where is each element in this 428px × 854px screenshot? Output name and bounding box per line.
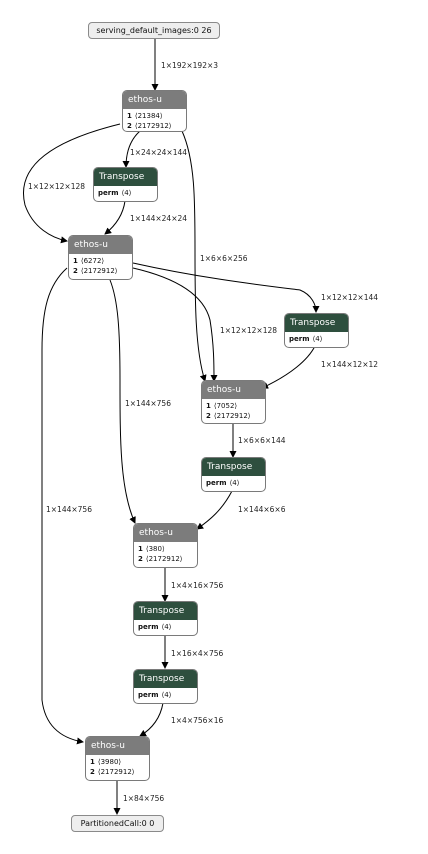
- attr-key: perm: [138, 623, 159, 631]
- node-transpose-3[interactable]: Transpose perm⟨4⟩: [201, 457, 266, 492]
- attr-value: ⟨2172912⟩: [145, 555, 183, 563]
- node-title: ethos-u: [123, 91, 186, 109]
- attr-key: 1: [73, 257, 78, 265]
- attr-key: 1: [127, 112, 132, 120]
- node-transpose-4[interactable]: Transpose perm⟨4⟩: [133, 601, 198, 636]
- node-attr-row: 2⟨2172912⟩: [134, 554, 197, 564]
- node-ethos-u-4[interactable]: ethos-u 1⟨380⟩ 2⟨2172912⟩: [133, 523, 198, 568]
- node-attr-row: 2⟨2172912⟩: [202, 411, 265, 421]
- node-title: Transpose: [134, 602, 197, 620]
- node-transpose-2[interactable]: Transpose perm⟨4⟩: [284, 313, 349, 348]
- node-attr-row: perm⟨4⟩: [134, 690, 197, 700]
- node-attr-row: 1⟨7052⟩: [202, 401, 265, 411]
- edge-label: 1×84×756: [123, 794, 165, 803]
- edge-label: 1×144×756: [125, 399, 171, 408]
- node-title: ethos-u: [86, 737, 149, 755]
- attr-key: 2: [138, 555, 143, 563]
- attr-value: ⟨4⟩: [121, 189, 132, 197]
- attr-key: 2: [206, 412, 211, 420]
- input-node-serving-default-images[interactable]: serving_default_images:0 26: [88, 22, 220, 39]
- attr-value: ⟨2172912⟩: [134, 122, 172, 130]
- node-title: Transpose: [134, 670, 197, 688]
- attr-value: ⟨4⟩: [229, 479, 240, 487]
- attr-key: 1: [138, 545, 143, 553]
- edge-label: 1×12×12×144: [321, 293, 379, 302]
- attr-value: ⟨21384⟩: [134, 112, 163, 120]
- node-title: Transpose: [94, 168, 157, 186]
- attr-value: ⟨4⟩: [312, 335, 323, 343]
- edge-label: 1×6×6×144: [238, 436, 286, 445]
- attr-key: perm: [138, 691, 159, 699]
- edge-ethos1-to-ethos2: [23, 123, 121, 244]
- node-attr-row: 1⟨3980⟩: [86, 757, 149, 767]
- edge-label: 1×192×192×3: [161, 61, 219, 70]
- node-title: ethos-u: [202, 381, 265, 399]
- edge-label: 1×144×6×6: [238, 505, 286, 514]
- node-attr-row: perm⟨4⟩: [285, 334, 348, 344]
- edge-label: 1×12×12×128: [28, 182, 86, 191]
- edge-ethos2-to-ethos3: [132, 267, 218, 382]
- node-ethos-u-5[interactable]: ethos-u 1⟨3980⟩ 2⟨2172912⟩: [85, 736, 150, 781]
- node-attr-row: 1⟨6272⟩: [69, 256, 132, 266]
- node-attr-row: 1⟨21384⟩: [123, 111, 186, 121]
- node-transpose-1[interactable]: Transpose perm⟨4⟩: [93, 167, 158, 202]
- attr-value: ⟨380⟩: [145, 545, 165, 553]
- node-title: ethos-u: [69, 236, 132, 254]
- attr-value: ⟨3980⟩: [97, 758, 122, 766]
- edge-label: 1×6×6×256: [200, 254, 248, 263]
- edge-label: 1×4×16×756: [171, 581, 224, 590]
- node-attr-row: 2⟨2172912⟩: [123, 121, 186, 131]
- node-attr-row: 2⟨2172912⟩: [86, 767, 149, 777]
- output-node-label: PartitionedCall:0 0: [80, 819, 155, 828]
- attr-value: ⟨6272⟩: [80, 257, 105, 265]
- edge-label: 1×12×12×128: [220, 326, 278, 335]
- edge-ethos2-to-ethos5: [41, 267, 84, 745]
- node-attr-row: perm⟨4⟩: [134, 622, 197, 632]
- attr-key: perm: [98, 189, 119, 197]
- attr-value: ⟨2172912⟩: [97, 768, 135, 776]
- output-node-partitioned-call[interactable]: PartitionedCall:0 0: [71, 815, 164, 832]
- node-transpose-5[interactable]: Transpose perm⟨4⟩: [133, 669, 198, 704]
- node-title: Transpose: [202, 458, 265, 476]
- attr-key: perm: [289, 335, 310, 343]
- edge-transpose5-to-ethos5: [139, 702, 164, 737]
- node-attr-row: 1⟨380⟩: [134, 544, 197, 554]
- input-node-label: serving_default_images:0 26: [96, 26, 212, 35]
- attr-value: ⟨4⟩: [161, 623, 172, 631]
- attr-key: 1: [90, 758, 95, 766]
- attr-key: 2: [127, 122, 132, 130]
- edge-transpose2-to-ethos3: [261, 345, 316, 389]
- edge-label: 1×144×24×24: [130, 214, 188, 223]
- node-attr-row: 2⟨2172912⟩: [69, 266, 132, 276]
- node-attr-row: perm⟨4⟩: [202, 478, 265, 488]
- attr-value: ⟨2172912⟩: [80, 267, 118, 275]
- edge-label: 1×4×756×16: [171, 716, 224, 725]
- edge-transpose3-to-ethos4: [196, 490, 233, 530]
- node-ethos-u-3[interactable]: ethos-u 1⟨7052⟩ 2⟨2172912⟩: [201, 380, 266, 424]
- edge-label: 1×16×4×756: [171, 649, 224, 658]
- node-ethos-u-1[interactable]: ethos-u 1⟨21384⟩ 2⟨2172912⟩: [122, 90, 187, 132]
- attr-value: ⟨4⟩: [161, 691, 172, 699]
- attr-value: ⟨2172912⟩: [213, 412, 251, 420]
- edge-label: 1×144×12×12: [321, 360, 379, 369]
- node-attr-row: perm⟨4⟩: [94, 188, 157, 198]
- edge-ethos2-to-ethos4: [109, 279, 136, 524]
- attr-key: 2: [90, 768, 95, 776]
- edge-ethos1-to-transpose1: [122, 130, 141, 168]
- attr-value: ⟨7052⟩: [213, 402, 238, 410]
- edge-label: 1×24×24×144: [130, 148, 188, 157]
- edge-ethos1-to-ethos3: [181, 130, 207, 382]
- node-ethos-u-2[interactable]: ethos-u 1⟨6272⟩ 2⟨2172912⟩: [68, 235, 133, 280]
- attr-key: 2: [73, 267, 78, 275]
- edge-label: 1×144×756: [46, 505, 92, 514]
- edge-ethos2-to-transpose2: [132, 262, 320, 313]
- attr-key: perm: [206, 479, 227, 487]
- edge-transpose1-to-ethos2: [104, 200, 126, 235]
- node-title: Transpose: [285, 314, 348, 332]
- node-title: ethos-u: [134, 524, 197, 542]
- attr-key: 1: [206, 402, 211, 410]
